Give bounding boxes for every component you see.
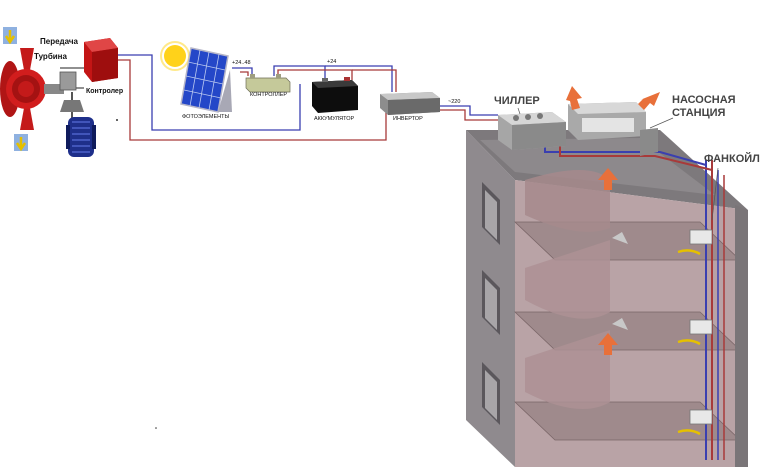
inverter-label: ИНВЕРТОР <box>393 116 423 122</box>
chiller-label: ЧИЛЛЕР <box>494 95 540 107</box>
voltage-24-48-label: +24..48 <box>232 60 251 66</box>
transmission-icon <box>59 71 84 112</box>
pump-station-label-line2: СТАНЦИЯ <box>672 107 726 119</box>
generator-icon <box>66 117 96 157</box>
photo-elements-label: ФОТОЭЛЕМЕНТЫ <box>182 114 230 120</box>
pump-station-label-line1: НАСОСНАЯ <box>672 94 736 106</box>
dot-mark <box>155 427 157 429</box>
fancoil-icon <box>677 229 713 436</box>
pump-station-icon <box>566 86 660 156</box>
controller-label: КОНТРОЛЛЕР <box>250 92 288 98</box>
label-leaders <box>517 107 719 221</box>
turbine-label: Турбина <box>34 52 67 61</box>
inverter-icon <box>380 92 440 115</box>
battery-label: АККУМУЛЯТОР <box>314 116 355 122</box>
chiller-icon <box>498 112 566 150</box>
fancoil-label: ФАНКОЙЛ <box>704 153 760 165</box>
wind-turbine-icon <box>0 27 64 152</box>
solar-panel-icon <box>180 47 232 113</box>
voltage-24-label: +24 <box>327 59 337 65</box>
heat-flow-arrows <box>598 168 628 355</box>
sun-icon <box>160 41 190 71</box>
charge-controller-icon <box>245 74 291 93</box>
wind-controller-icon <box>84 38 118 82</box>
dot-mark <box>116 119 118 121</box>
wind-controller-label: Контролер <box>86 88 124 95</box>
battery-icon <box>312 77 358 113</box>
voltage-220-label: ~220 <box>448 99 461 105</box>
transmission-label: Передача <box>40 37 78 46</box>
